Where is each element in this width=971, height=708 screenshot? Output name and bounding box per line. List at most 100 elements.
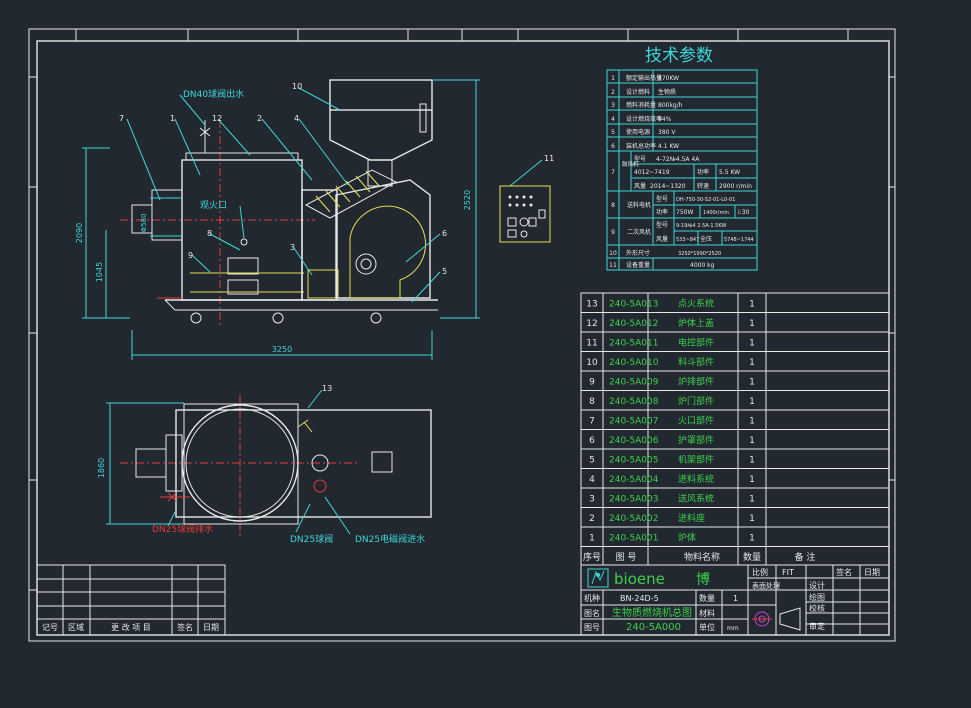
brand-cn: 博	[696, 571, 710, 588]
tech-row-name: 装机总功率	[626, 142, 656, 150]
rev-no-label: 记号	[42, 623, 58, 632]
tech-row-no: 8	[611, 202, 615, 209]
bom-no: 1	[589, 533, 595, 543]
drain-label: DN25球阀排水	[152, 523, 213, 535]
revision-block: 记号 区域 更 改 项 目 签名 日期	[36, 564, 226, 636]
bom-code: 240-5A009	[609, 377, 659, 387]
bom-code: 240-5A007	[609, 416, 659, 426]
bom-no: 10	[586, 358, 598, 368]
bom-code: 240-5A001	[609, 533, 659, 543]
brand-name: bioene	[614, 570, 665, 588]
hopper-top	[329, 79, 433, 111]
tech-row11-name: 设备重量	[626, 261, 650, 269]
tech-row7-rpm-label: 转速	[697, 182, 709, 190]
caster-wheel	[370, 312, 382, 324]
unit-value: mm	[727, 625, 739, 632]
bom-qty: 1	[749, 338, 755, 348]
bom-no: 9	[589, 377, 595, 387]
dim-height-low: 1045	[95, 262, 104, 282]
level-gauge	[419, 103, 427, 133]
drawing-no: 240-5A000	[626, 622, 681, 633]
design-label: 设计	[809, 580, 825, 590]
front-view: 3250 2520 2090 1045 Φ580 DN40球阀出水 观火口 10…	[75, 79, 554, 360]
outlet-label: DN40球阀出水	[183, 88, 244, 100]
tech-row-name: 设计燃烧效率	[626, 115, 662, 123]
tech-row-value: 870KW	[658, 75, 679, 82]
tech-row11-value: 4000 kg	[690, 262, 715, 269]
tech-row-no: 5	[611, 129, 615, 136]
control-panel	[499, 159, 551, 243]
top-view: 1860 DN25球阀排水 DN25球阀 DN25电磁阀进水 13	[97, 384, 432, 545]
top-feed-port	[371, 451, 393, 473]
tech-row8-group: 送料电机	[627, 201, 651, 209]
dim-flange: Φ580	[140, 214, 148, 233]
tech-row8-power: 750W	[676, 209, 693, 216]
burner-nozzle	[131, 204, 153, 234]
tech-row9-fan-label: 风量	[656, 236, 668, 243]
bom-name: 炉体上盖	[678, 317, 714, 329]
bom-code: 240-5A013	[609, 299, 659, 309]
tech-row7-model: 4-72№4.5A 4A	[656, 156, 700, 163]
bom-code: 240-5A002	[609, 514, 659, 524]
check-label: 校核	[809, 603, 825, 613]
model-label: 机种	[584, 593, 600, 603]
bom-code: 240-5A010	[609, 358, 659, 368]
bom-header-qty: 数量	[743, 551, 761, 563]
bom-qty: 1	[749, 416, 755, 426]
bom-no: 6	[589, 436, 595, 446]
tech-row7-model-label: 型号	[634, 155, 646, 163]
caster-wheel	[190, 312, 202, 324]
balloon-6: 6	[442, 229, 447, 238]
qty-label: 数量	[699, 593, 715, 603]
bom-name: 进料座	[678, 512, 705, 524]
balloon-5: 5	[442, 267, 447, 276]
tech-row-value: 800kg/h	[658, 102, 683, 109]
valve-label: DN25球阀	[290, 533, 333, 545]
bom-qty: 1	[749, 358, 755, 368]
bom-header-note: 备 注	[795, 551, 816, 563]
bom-qty: 1	[749, 377, 755, 387]
bom-code: 240-5A005	[609, 455, 659, 465]
observation-port-label: 观火口	[200, 200, 227, 211]
bom-no: 12	[586, 319, 597, 329]
balloon-3: 3	[290, 243, 295, 252]
bom-code: 240-5A004	[609, 475, 659, 485]
fan-housing	[335, 179, 431, 299]
tech-title: 技术参数	[645, 46, 713, 66]
balloon-9: 9	[188, 251, 193, 260]
tech-row9-group: 二次风机	[627, 228, 651, 236]
ratio-value: FIT	[782, 568, 794, 577]
tech-row8-model-label: 型号	[656, 195, 668, 203]
dim-total-width: 3250	[272, 345, 292, 354]
material-label: 材料	[699, 608, 715, 618]
blower-scroll	[349, 205, 426, 299]
balloon-12: 12	[212, 114, 222, 123]
tech-row-value: 94%	[658, 116, 672, 123]
feed-motor	[307, 269, 339, 299]
ratio-label: 比例	[752, 567, 768, 577]
tech-row8-model: DH-750-30-S2-01-L0-01	[676, 197, 735, 203]
bom-name: 炉门部件	[678, 395, 714, 407]
tech-row-value: 4.1 KW	[658, 143, 679, 150]
bom-code: 240-5A008	[609, 397, 659, 407]
observation-port	[227, 257, 259, 275]
tech-row-no: 3	[611, 102, 615, 109]
tech-row-no: 6	[611, 143, 615, 150]
front-leaders	[126, 87, 441, 303]
bom-no: 4	[589, 475, 595, 485]
screw-feeder	[304, 169, 398, 219]
feed-housing	[301, 189, 338, 301]
drawing-name: 生物质燃烧机总图	[612, 606, 692, 619]
bom-name: 炉排部件	[678, 375, 714, 387]
bom-code: 240-5A011	[609, 338, 659, 348]
dim-height-total: 2520	[463, 190, 472, 210]
balloon-10: 10	[292, 82, 302, 91]
tech-row-no: 9	[611, 229, 615, 236]
tech-row10-value: 3250*1990*2520	[678, 251, 721, 257]
model-value: BN-24D-5	[620, 594, 659, 603]
tech-row9-airflow: 533~847	[676, 237, 699, 243]
tech-row8-ratio: i:30	[738, 209, 750, 216]
bom-no: 13	[586, 299, 597, 309]
